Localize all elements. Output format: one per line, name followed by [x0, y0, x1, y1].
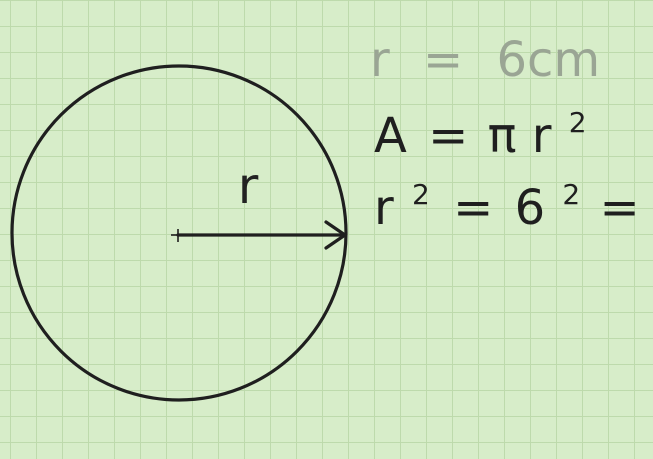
given-radius-equation: r = 6cm: [370, 32, 600, 88]
area-equals: =: [428, 108, 468, 164]
square-variable-exponent: 2: [412, 178, 430, 211]
radius-label: r: [238, 157, 259, 215]
area-exponent: 2: [569, 106, 587, 139]
area-variable: r: [532, 108, 552, 164]
square-base-exponent: 2: [562, 178, 580, 211]
circle-outline: [10, 64, 348, 402]
square-calculation-equation: r 2 = 6 2 = 36: [374, 160, 653, 236]
radius-arrow-head: [324, 220, 347, 250]
square-variable: r: [374, 180, 394, 236]
area-formula-equation: A = π r 2: [374, 106, 587, 164]
square-base: 6: [515, 180, 546, 236]
area-lhs: A: [374, 108, 407, 164]
given-equals: =: [423, 32, 463, 88]
given-variable: r: [370, 32, 390, 88]
pi-symbol: π: [488, 108, 517, 164]
square-equals-1: =: [453, 180, 493, 236]
square-equals-2: =: [599, 180, 639, 236]
given-value: 6cm: [496, 32, 600, 88]
